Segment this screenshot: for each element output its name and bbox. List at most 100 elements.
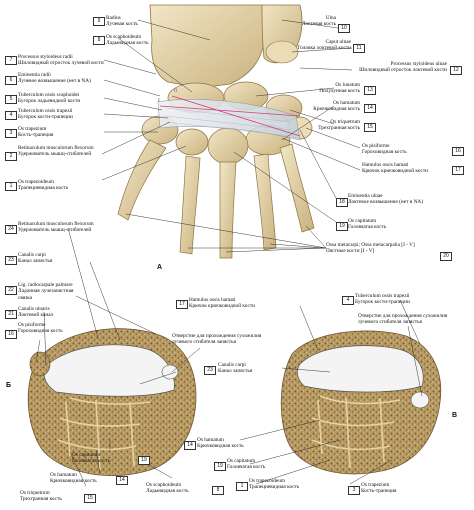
label-number-b16: 16: [5, 330, 17, 339]
label-number-20: 20: [440, 252, 452, 261]
c-carpal-canal: [297, 345, 424, 393]
metacarpal-4: [253, 153, 277, 251]
label-number-12: 12: [450, 66, 462, 75]
panel-a-skeleton: [117, 4, 315, 259]
label-number-c14: 14: [184, 441, 196, 450]
label-number-13: 13: [364, 86, 376, 95]
label-number-7: 7: [5, 56, 17, 65]
trapezoid-bone: [175, 128, 209, 156]
label-number-b15: 15: [84, 494, 96, 503]
label-number-15: 15: [364, 123, 376, 132]
panel-b-leaders: [35, 227, 201, 487]
marker-line-2: [171, 95, 301, 137]
metacarpal-1: [117, 139, 167, 221]
label-b-opening-note: Отверстие для прохождения сухожилия луче…: [172, 333, 262, 346]
label-number-c4: 4: [342, 296, 354, 305]
capitate-bone: [207, 127, 249, 165]
c-tendon-opening: [410, 391, 430, 409]
label-number-b8: 8: [212, 486, 224, 495]
label-number-6: 6: [5, 76, 17, 85]
metacarpal-3: [219, 161, 237, 259]
metacarpal-2: [179, 155, 201, 255]
b-pisiform: [29, 351, 51, 377]
panel-a-leaders: [101, 19, 361, 253]
label-number-1: 1: [5, 182, 17, 191]
metacarpal-5: [279, 143, 315, 233]
label-number-9: 9: [93, 17, 105, 26]
label-number-14: 14: [364, 104, 376, 113]
label-number-b14: 14: [116, 476, 128, 485]
label-number-2: 2: [5, 152, 17, 161]
label-number-c23: 23: [204, 366, 216, 375]
ulna-head: [265, 40, 299, 64]
label-number-c3: 3: [348, 486, 360, 495]
marker-roman-2: II: [174, 88, 178, 94]
label-c-opening-note: Отверстие для прохождения сухожилия луче…: [358, 313, 448, 326]
label-number-23: 23: [5, 256, 17, 265]
panel-b-letter: Б: [6, 382, 12, 389]
label-number-19: 19: [336, 222, 348, 231]
label-number-17: 17: [452, 166, 464, 175]
label-number-10: 10: [338, 24, 350, 33]
label-number-11: 11: [353, 44, 365, 53]
label-number-8: 8: [93, 36, 105, 45]
label-number-c19: 19: [214, 462, 226, 471]
label-number-3: 3: [5, 129, 17, 138]
label-number-4: 4: [5, 111, 17, 120]
label-number-22: 22: [5, 286, 17, 295]
panel-c-section: [280, 330, 442, 475]
label-number-18: 18: [336, 198, 348, 207]
label-number-5: 5: [5, 95, 17, 104]
panel-c-letter: В: [452, 412, 458, 419]
panel-a-letter: А: [157, 264, 163, 271]
label-number-c17: 17: [176, 300, 188, 309]
marker-line-1: [159, 105, 301, 117]
label-number-16: 16: [452, 147, 464, 156]
label-metacarpals: Ossa metacarpi; Ossa metacarpalia [I - V…: [326, 242, 415, 255]
label-number-c1: 1: [236, 482, 248, 491]
radius-bone: [149, 4, 265, 89]
marker-roman-1: I: [158, 98, 160, 104]
panel-c-leaders: [239, 299, 423, 485]
label-number-21: 21: [5, 310, 17, 319]
panel-b-section: [27, 328, 197, 476]
label-number-24: 24: [5, 225, 17, 234]
label-number-b19: 19: [138, 456, 150, 465]
flexor-retinaculum-band: [157, 99, 301, 141]
